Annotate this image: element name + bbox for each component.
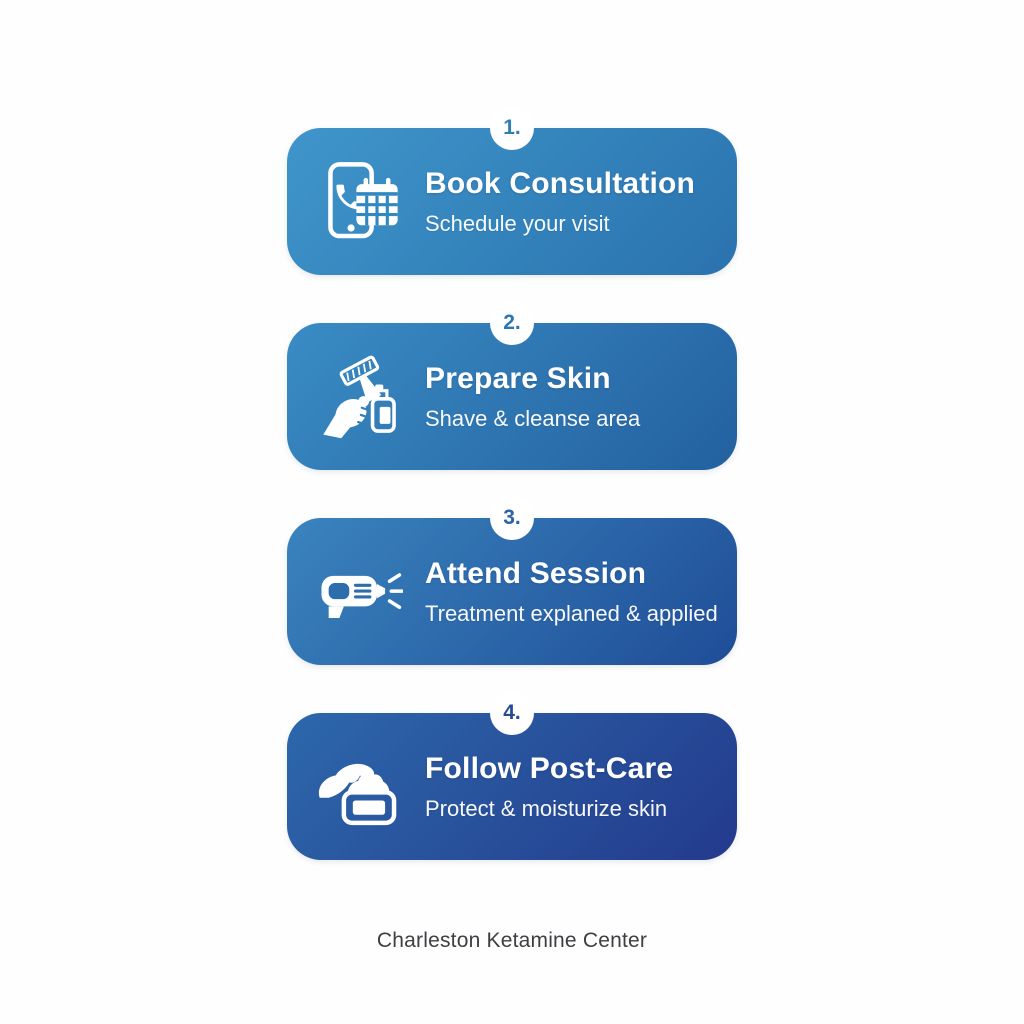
step-3-number-badge: 3. [490, 496, 534, 540]
razor-bottle-icon [317, 351, 403, 443]
step-title: Attend Session [425, 556, 647, 590]
cream-jar-icon [317, 741, 403, 833]
step-subtitle: Shave & cleanse area [425, 406, 641, 432]
step-title: Book Consultation [425, 166, 696, 200]
step-2: 2. [287, 301, 737, 470]
step-number: 2. [503, 311, 521, 334]
step-1-card: Book Consultation Schedule your visit [287, 128, 737, 275]
step-3-card: Attend Session Treatment explaned & appl… [287, 518, 737, 665]
step-3: 3. [287, 496, 737, 665]
step-1-number-badge: 1. [490, 106, 534, 150]
step-1: 1. [287, 106, 737, 275]
step-number: 3. [503, 506, 521, 529]
steps-list: 1. [287, 106, 737, 860]
step-2-number-badge: 2. [490, 301, 534, 345]
step-2-card: Prepare Skin Shave & cleanse area [287, 323, 737, 470]
step-title: Prepare Skin [425, 361, 611, 395]
step-subtitle: Treatment explaned & applied [425, 601, 718, 627]
step-4: 4. Follow Post-Care Protect & moisturize… [287, 691, 737, 860]
step-title: Follow Post-Care [425, 751, 674, 785]
step-number: 4. [503, 701, 521, 724]
step-subtitle: Schedule your visit [425, 211, 610, 237]
step-subtitle: Protect & moisturize skin [425, 796, 668, 822]
phone-calendar-icon [317, 156, 403, 248]
step-4-number-badge: 4. [490, 691, 534, 735]
laser-device-icon [317, 546, 403, 638]
step-number: 1. [503, 116, 521, 139]
footer-brand-text: Charleston Ketamine Center [376, 929, 648, 952]
step-4-card: Follow Post-Care Protect & moisturize sk… [287, 713, 737, 860]
